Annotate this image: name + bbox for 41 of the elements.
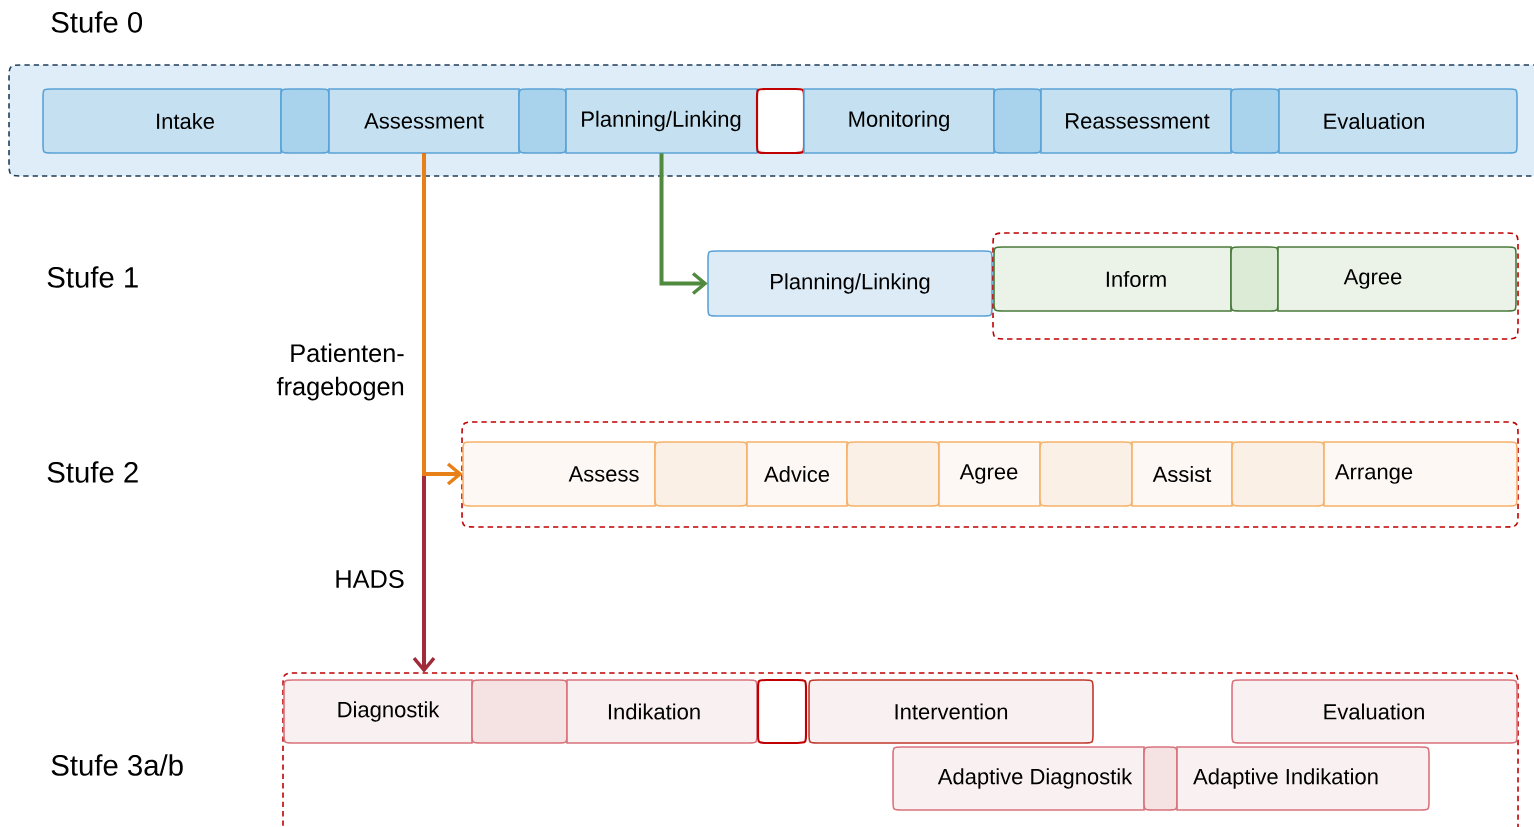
- arrow: [422, 153, 463, 486]
- stage-box: Diagnostik: [283, 679, 473, 744]
- overlap-box: [518, 88, 567, 154]
- marker-box: [756, 678, 808, 745]
- stage-box: Advice: [746, 441, 848, 507]
- stage-box: Arrange: [1323, 441, 1518, 507]
- stage-box: Inform: [993, 246, 1232, 312]
- stage-box: Monitoring: [803, 88, 995, 154]
- stage-box: Assess: [462, 441, 656, 507]
- stage-box: Adaptive Indikation: [1176, 746, 1430, 811]
- stage-box: Agree: [1277, 246, 1517, 312]
- stage-box: Evaluation: [1278, 88, 1518, 154]
- arrow: [659, 153, 708, 295]
- overlap-box: [654, 441, 748, 507]
- overlap-box: [1143, 746, 1178, 811]
- overlap-box: [1039, 441, 1133, 507]
- stage-box: Intervention: [808, 679, 1094, 744]
- stage-box: Planning/Linking: [565, 88, 758, 154]
- stage-label: Stufe 3a/b: [51, 754, 183, 776]
- overlap-box: [1230, 88, 1280, 154]
- edge-label: Patienten- fragebogen: [276, 343, 404, 401]
- overlap-box: [280, 88, 330, 154]
- stage-box: Indikation: [566, 679, 758, 744]
- stage-box: Planning/Linking: [707, 250, 993, 317]
- stage-label: Stufe 2: [47, 461, 138, 483]
- marker-box: [755, 87, 806, 155]
- overlap-box: [471, 679, 568, 744]
- stage-label: Stufe 1: [47, 266, 138, 288]
- stage-box: Adaptive Diagnostik: [892, 746, 1145, 811]
- stage-box: Reassessment: [1040, 88, 1232, 154]
- stage-box: Agree: [938, 441, 1041, 507]
- overlap-box: [1231, 441, 1325, 507]
- overlap-box: [993, 88, 1042, 154]
- stage-box: Evaluation: [1231, 679, 1518, 744]
- stage-label: Stufe 0: [51, 11, 143, 33]
- stage-box: Intake: [42, 88, 282, 154]
- overlap-box: [846, 441, 940, 507]
- overlap-box: [1230, 246, 1279, 312]
- edge-label: HADS: [336, 570, 404, 588]
- stage-box: Assist: [1131, 441, 1233, 507]
- stage-box: Assessment: [328, 88, 520, 154]
